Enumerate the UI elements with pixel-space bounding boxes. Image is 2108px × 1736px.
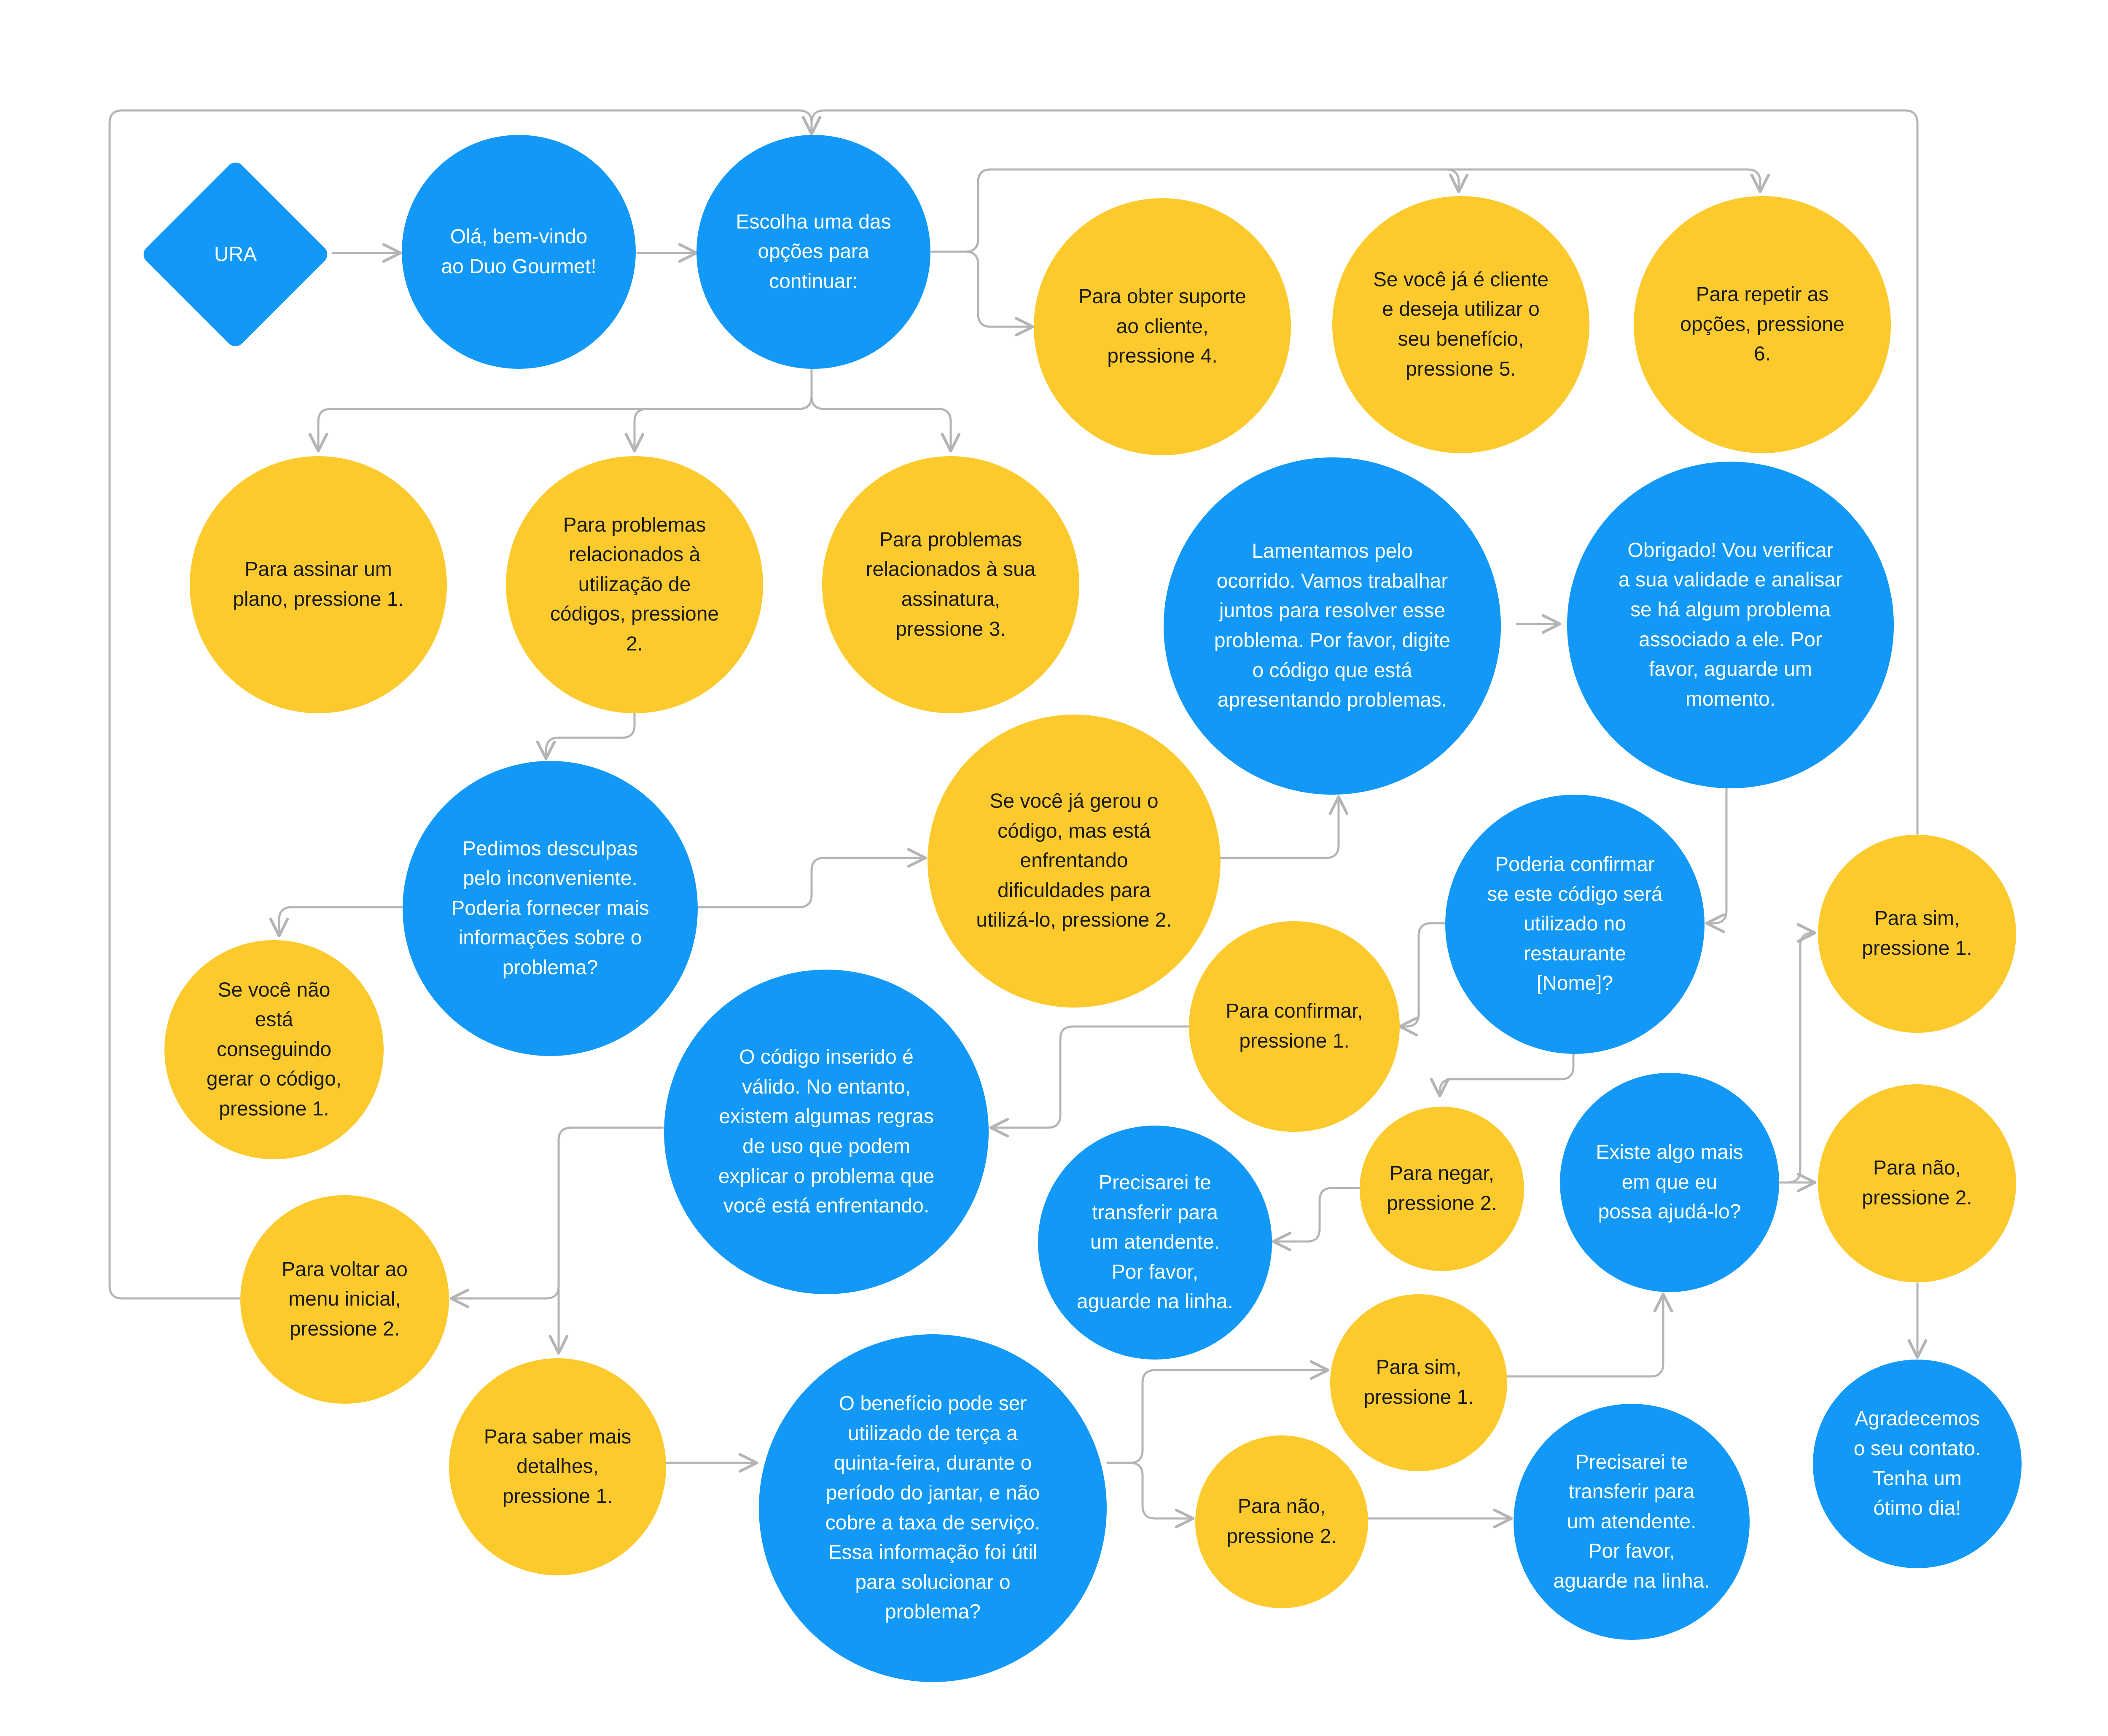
ura-label: URA: [214, 243, 257, 266]
node-repeat-6-text: Para repetir as opções, pressione 6.: [1680, 283, 1844, 365]
node-generated-issue-text: Se você já gerou o código, mas está enfr…: [976, 790, 1172, 932]
node-confirm-restaurant-text: Poderia confirmar se este código será ut…: [1487, 853, 1663, 995]
edge-sorry-generated: [696, 848, 927, 908]
node-transfer-b: Precisarei te transferir para um atenden…: [1514, 1404, 1750, 1640]
node-thanks-contact: Agradecemos o seu contato. Tenha um ótim…: [1813, 1360, 2022, 1568]
edge-choose-subscription3: [810, 368, 961, 453]
node-valid-code: O código inserido é válido. No entanto, …: [664, 970, 989, 1294]
edge-confirmrest-confirm1: [1398, 922, 1445, 1037]
edge-deny2-transfer: [1272, 1187, 1361, 1252]
node-yes-1-right: Para sim, pressione 1.: [1818, 835, 2016, 1033]
node-yes-1-right-text: Para sim, pressione 1.: [1862, 907, 1972, 959]
node-codes-2-text: Para problemas relacionados à utilização…: [550, 513, 719, 655]
node-thanks-contact-text: Agradecemos o seu contato. Tenha um ótim…: [1853, 1408, 1981, 1520]
edge-generated-regret: [1218, 795, 1349, 859]
node-repeat-6: Para repetir as opções, pressione 6.: [1634, 196, 1891, 453]
node-not-generating-text: Se você não está conseguindo gerar o cód…: [206, 978, 342, 1120]
node-regret-code-text: Lamentamos pelo ocorrido. Vamos trabalha…: [1214, 540, 1451, 712]
node-support-4: Para obter suporte ao cliente, pressione…: [1034, 198, 1291, 455]
node-plan-1: Para assinar um plano, pressione 1.: [190, 456, 447, 713]
edge-confirm1-valid: [989, 1025, 1190, 1138]
node-transfer-a: Precisarei te transferir para um atenden…: [1038, 1126, 1272, 1360]
node-transfer-a-text: Precisarei te transferir para um atenden…: [1077, 1172, 1233, 1313]
node-deny-2: Para negar, pressione 2.: [1360, 1107, 1524, 1271]
node-welcome-text: Olá, bem-vindo ao Duo Gourmet!: [441, 225, 597, 278]
edge-backmenu-start: [108, 109, 822, 1300]
node-confirm-1: Para confirmar, pressione 1.: [1189, 921, 1400, 1132]
node-no-2-right: Para não, pressione 2.: [1818, 1084, 2016, 1282]
node-regret-code: Lamentamos pelo ocorrido. Vamos trabalha…: [1164, 457, 1501, 795]
node-more-details-text: Para saber mais detalhes, pressione 1.: [484, 1425, 632, 1508]
node-sorry-info: Pedimos desculpas pelo inconveniente. Po…: [403, 761, 698, 1056]
node-yes-1-mid-text: Para sim, pressione 1.: [1363, 1356, 1474, 1408]
node-benefit-info-text: O benefício pode ser utilizado de terça …: [825, 1392, 1041, 1623]
node-confirm-1-text: Para confirmar, pressione 1.: [1226, 1000, 1363, 1052]
node-anything-else-text: Existe algo mais em que eu possa ajudá-l…: [1596, 1141, 1743, 1223]
node-client-5: Se você já é cliente e deseja utilizar o…: [1332, 196, 1589, 453]
node-codes-2: Para problemas relacionados à utilização…: [506, 456, 763, 713]
node-choose-option-text: Escolha uma das opções para continuar:: [736, 210, 891, 293]
edge-anything-yes1right: [1774, 923, 1817, 1184]
edge-benefit-no2: [1106, 1462, 1195, 1529]
node-confirm-restaurant: Poderia confirmar se este código será ut…: [1445, 795, 1705, 1054]
node-client-5-text: Se você já é cliente e deseja utilizar o…: [1373, 268, 1549, 380]
edge-yes1right-start: [801, 109, 1919, 835]
edge-valid-moredetails: [549, 1126, 664, 1355]
node-yes-1-mid: Para sim, pressione 1.: [1330, 1294, 1507, 1471]
node-thanks-verify: Obrigado! Vou verificar a sua validade e…: [1567, 462, 1894, 788]
node-transfer-b-text: Precisarei te transferir para um atenden…: [1553, 1451, 1710, 1592]
node-subscription-3: Para problemas relacionados à sua assina…: [822, 456, 1079, 713]
node-more-details: Para saber mais detalhes, pressione 1.: [449, 1358, 666, 1575]
edge-valid-backmenu: [449, 1126, 664, 1309]
node-sorry-info-text: Pedimos desculpas pelo inconveniente. Po…: [451, 837, 649, 979]
edge-choose-plan1: [308, 368, 813, 453]
node-benefit-info: O benefício pode ser utilizado de terça …: [759, 1334, 1107, 1682]
node-no-2-mid-text: Para não, pressione 2.: [1226, 1495, 1337, 1548]
edge-thanks-confirm: [1705, 787, 1728, 933]
edge-confirmrest-deny2: [1430, 1053, 1575, 1098]
edge-choose-codes2: [624, 368, 813, 453]
edge-choose-repeat6: [930, 168, 1770, 253]
node-anything-else: Existe algo mais em que eu possa ajudá-l…: [1560, 1073, 1779, 1292]
node-no-2-right-text: Para não, pressione 2.: [1862, 1157, 1972, 1209]
node-valid-code-text: O código inserido é válido. No entanto, …: [718, 1046, 935, 1217]
node-no-2-mid: Para não, pressione 2.: [1195, 1435, 1368, 1608]
edge-choose-support4: [930, 250, 1035, 337]
node-deny-2-text: Para negar, pressione 2.: [1387, 1162, 1497, 1215]
edge-codes2-sorry: [536, 710, 636, 761]
edge-benefit-yes1: [1106, 1360, 1330, 1464]
node-not-generating: Se você não está conseguindo gerar o cód…: [164, 940, 384, 1159]
node-support-4-text: Para obter suporte ao cliente, pressione…: [1078, 285, 1246, 368]
edge-yes1-anything: [1503, 1293, 1673, 1378]
node-choose-option: Escolha uma das opções para continuar:: [696, 135, 930, 369]
ura-start-node: URA: [137, 156, 333, 352]
node-generated-issue: Se você já gerou o código, mas está enfr…: [928, 715, 1221, 1008]
node-welcome: Olá, bem-vindo ao Duo Gourmet!: [402, 135, 636, 369]
node-back-menu: Para voltar ao menu inicial, pressione 2…: [240, 1195, 449, 1404]
node-subscription-3-text: Para problemas relacionados à sua assina…: [866, 528, 1036, 640]
edge-sorry-notgenerating: [269, 906, 405, 938]
node-back-menu-text: Para voltar ao menu inicial, pressione 2…: [282, 1258, 408, 1340]
node-plan-1-text: Para assinar um plano, pressione 1.: [233, 558, 404, 610]
node-thanks-verify-text: Obrigado! Vou verificar a sua validade e…: [1618, 539, 1843, 710]
